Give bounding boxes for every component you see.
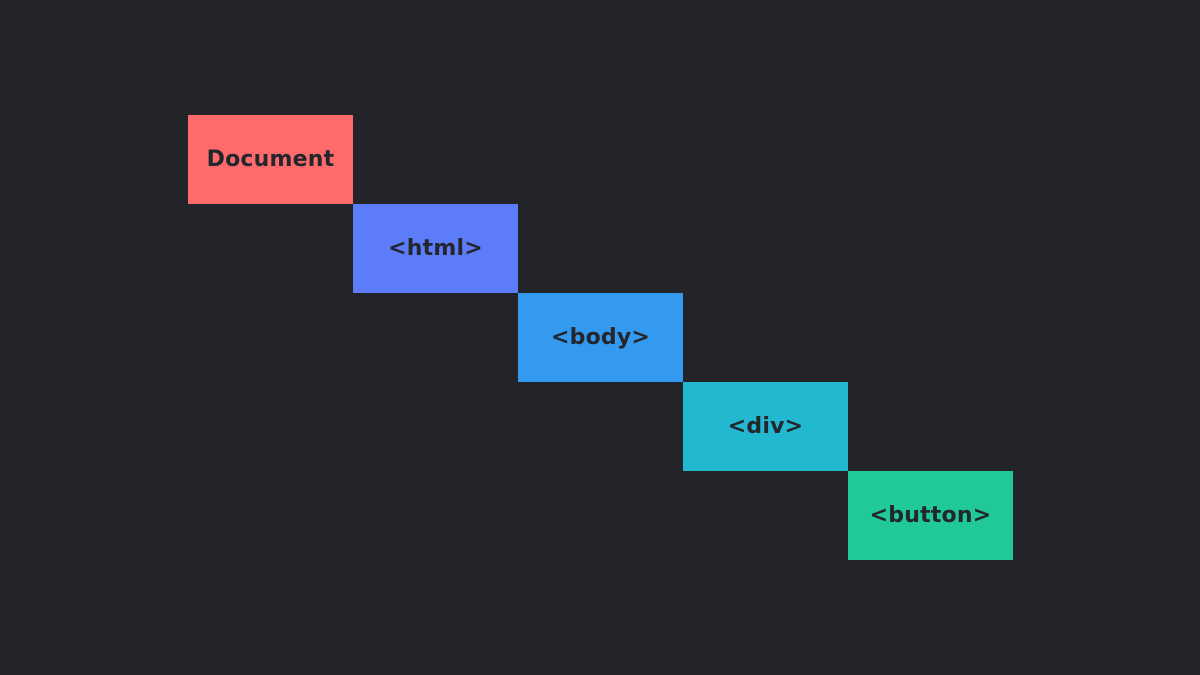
node-document: Document [188,115,353,204]
node-html-label: <html> [388,236,483,261]
node-button: <button> [848,471,1013,560]
node-div-label: <div> [727,414,804,439]
node-html: <html> [353,204,518,293]
node-document-label: Document [206,147,335,172]
node-body: <body> [518,293,683,382]
node-div: <div> [683,382,848,471]
node-body-label: <body> [550,325,651,350]
node-button-label: <button> [869,503,992,528]
